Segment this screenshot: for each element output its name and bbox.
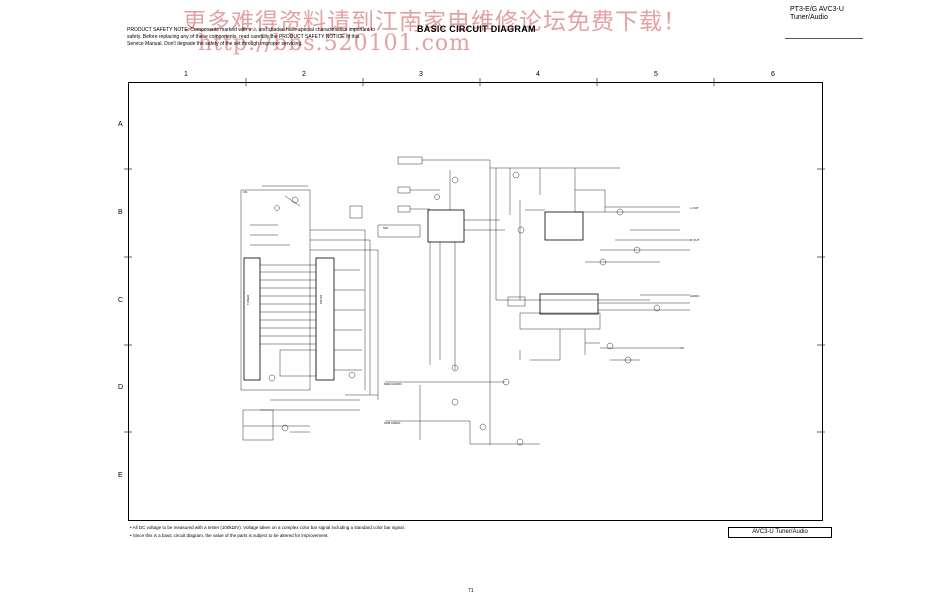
row-label-e: E (118, 472, 123, 479)
audio-switch-section (377, 156, 540, 446)
column-label-6: 6 (771, 71, 775, 78)
output-label: L OUT (690, 206, 699, 210)
signal-label: SUB AUDIO (384, 421, 401, 425)
safety-note: PRODUCT SAFETY NOTE: Components marked w… (127, 27, 376, 47)
model-underline (785, 38, 863, 39)
model-label: PT3-E/G AVC3-U Tuner/Audio (790, 6, 844, 22)
watermark-text: 更多难得资料请到江南家电维修论坛免费下载！ (183, 9, 687, 35)
column-label-4: 4 (536, 71, 540, 78)
output-label: SP (680, 346, 684, 350)
page-number: 71 (468, 588, 474, 594)
column-label-5: 5 (654, 71, 658, 78)
note-line: • Since this is a basic circuit diagram,… (130, 533, 329, 538)
row-label-b: B (118, 209, 123, 216)
model-line-1: PT3-E/G AVC3-U (790, 6, 844, 13)
output-label: AUDIO (690, 294, 700, 298)
row-label-d: D (118, 384, 124, 391)
row-label-c: C (118, 297, 124, 304)
tuner-label: TUNER (246, 294, 250, 305)
column-label-2: 2 (302, 71, 306, 78)
amplifier-section (489, 160, 690, 445)
model-line-2: Tuner/Audio (790, 14, 828, 21)
row-label-a: A (118, 121, 123, 128)
section-tag: AVC3-U Tuner/Audio (728, 527, 832, 538)
output-section (507, 293, 690, 364)
notes: • All DC voltage to be measured with a t… (130, 524, 405, 540)
column-label-1: 1 (184, 71, 188, 78)
diagram-frame (128, 82, 823, 521)
column-label-3: 3 (419, 71, 423, 78)
signal-label: MAIN AUDIO (384, 382, 402, 386)
note-line: • All DC voltage to be measured with a t… (130, 525, 405, 530)
watermark-url: http://bbs.520101.com (198, 31, 472, 56)
connector-label: CN (243, 190, 247, 194)
tuner-section (240, 185, 379, 441)
connector-label: CN101 (319, 294, 323, 304)
output-label: R OUT (690, 238, 700, 242)
table-label: SW (383, 226, 388, 230)
page-title: BASIC CIRCUIT DIAGRAM (417, 24, 536, 34)
